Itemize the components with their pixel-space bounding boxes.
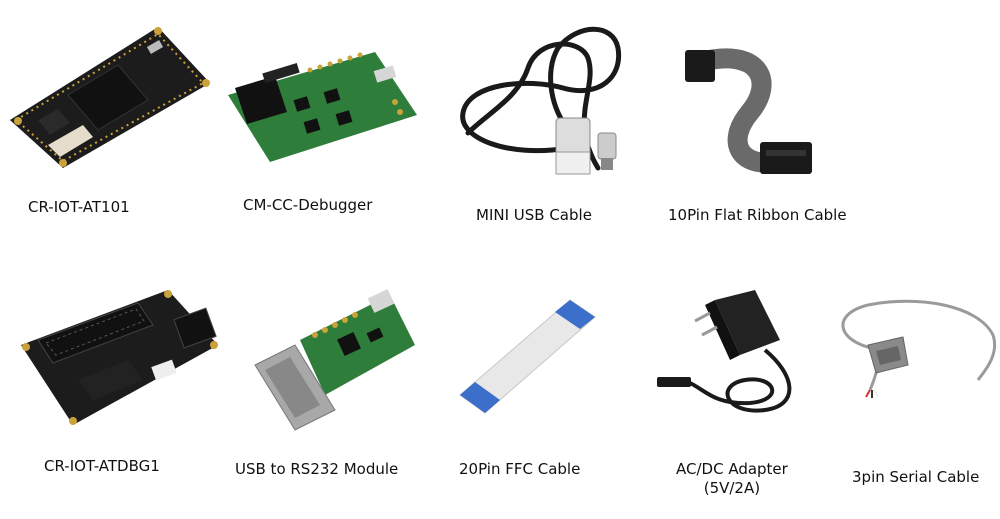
product-caption: CR-IOT-AT101 (28, 198, 130, 216)
product-caption: 3pin Serial Cable (852, 468, 980, 486)
rs232-module-icon (250, 285, 420, 435)
debug-board-icon (18, 285, 223, 435)
product-caption: USB to RS232 Module (235, 460, 399, 478)
product-caption: CR-IOT-ATDBG1 (44, 457, 160, 475)
usb-cable-icon (448, 18, 638, 183)
product-caption: 10Pin Flat Ribbon Cable (668, 206, 847, 224)
iot-board-icon (8, 25, 213, 170)
ffc-cable-icon (455, 295, 600, 420)
serial-cable-icon (828, 295, 998, 405)
product-caption: MINI USB Cable (476, 206, 592, 224)
product-caption: AC/DC Adapter (5V/2A) (676, 460, 788, 498)
power-adapter-icon (655, 285, 810, 425)
product-caption: 20Pin FFC Cable (459, 460, 581, 478)
debugger-board-icon (225, 50, 420, 165)
caption-line-1: AC/DC Adapter (676, 460, 788, 478)
ribbon-cable-icon (680, 42, 820, 192)
product-caption: CM-CC-Debugger (243, 196, 373, 214)
caption-line-2: (5V/2A) (703, 479, 761, 497)
